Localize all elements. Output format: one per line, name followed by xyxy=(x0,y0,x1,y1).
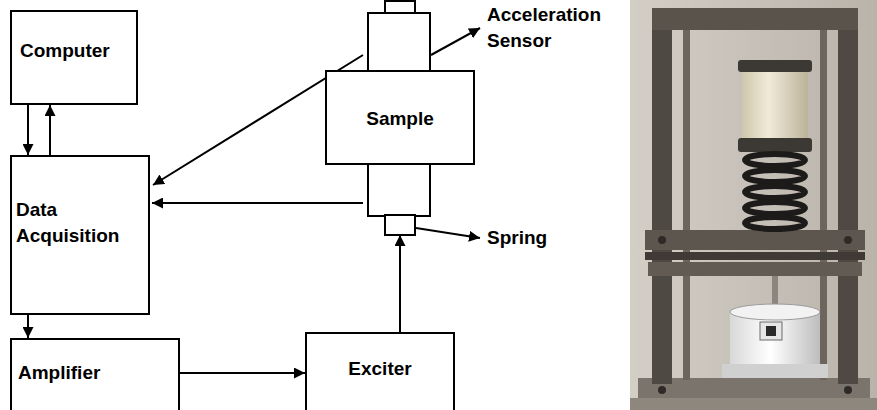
box-label: Data Acquisition xyxy=(16,197,134,248)
box-label: Sample xyxy=(327,106,473,132)
lower-holder xyxy=(368,164,430,216)
spring-mount xyxy=(385,215,415,235)
process-box: Data Acquisition xyxy=(10,155,150,315)
sample-box: Sample xyxy=(325,70,475,165)
part-label: Spring xyxy=(487,225,627,251)
signal-arrow xyxy=(27,105,29,155)
leader-arrow xyxy=(431,28,480,55)
process-box: Computer xyxy=(10,10,138,105)
process-box: Exciter xyxy=(305,332,455,410)
box-label: Computer xyxy=(20,38,110,64)
signal-arrow xyxy=(399,235,401,332)
process-box: Amplifier xyxy=(10,338,180,410)
box-label: Exciter xyxy=(307,356,453,382)
signal-arrow xyxy=(27,315,29,338)
signal-arrow xyxy=(180,372,305,374)
sensor-holder xyxy=(368,13,430,71)
signal-arrow xyxy=(152,202,363,204)
rig-photo xyxy=(630,0,877,410)
signal-arrow xyxy=(49,105,51,155)
part-label: Acceleration Sensor xyxy=(487,2,627,53)
box-label: Amplifier xyxy=(18,360,100,386)
leader-arrow xyxy=(416,228,480,238)
